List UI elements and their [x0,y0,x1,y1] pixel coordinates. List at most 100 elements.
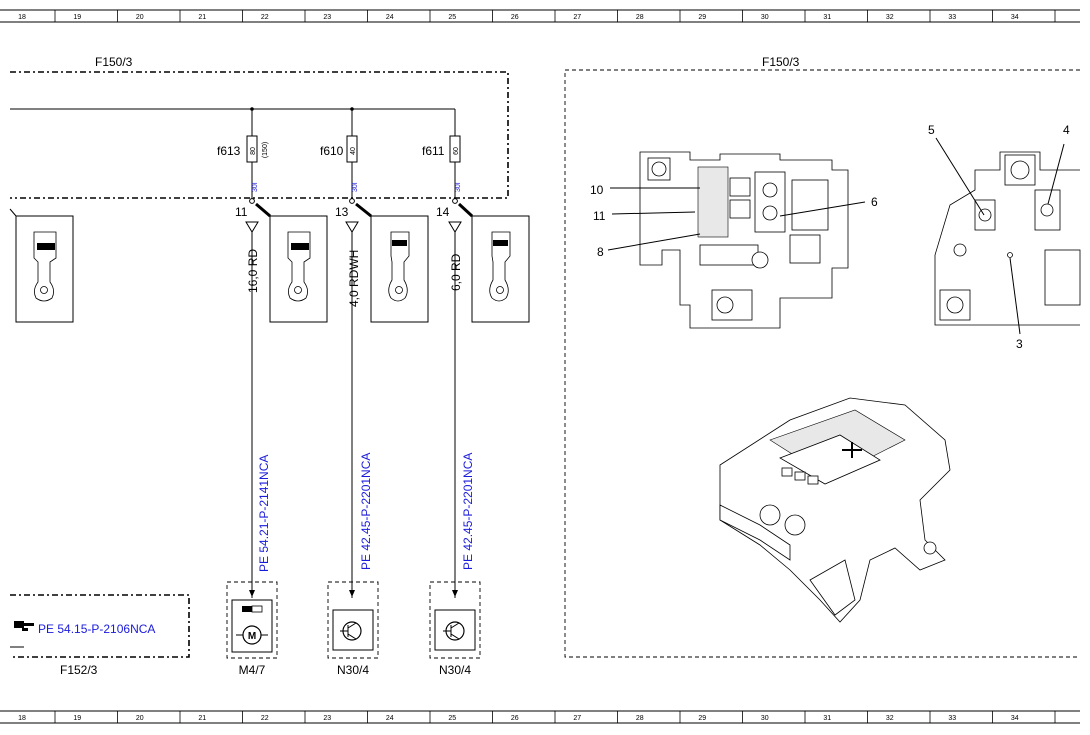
fuse-rating: 60 [453,147,460,155]
svg-text:27: 27 [573,715,581,722]
ruler-cell: 33 [948,711,993,723]
terminal-lug-detail [9,208,74,323]
callout: 10 [590,183,604,197]
fuse-channel-f610: 40 f610 30I 13 4,0 RDWH PE 42.45-P-2201N… [320,109,373,598]
svg-text:30: 30 [761,715,769,722]
terminal-detail-boxes [9,202,530,323]
ruler-cell: 20 [136,711,181,723]
ruler-cell: 31 [823,711,868,723]
ruler-cell: 21 [198,711,243,723]
callout: 4 [1063,123,1070,137]
fuse-label: f610 [320,144,344,158]
fuse-rating: 40 [350,147,357,155]
svg-text:34: 34 [1011,14,1019,21]
svg-text:32: 32 [886,14,894,21]
callout: 5 [928,123,935,137]
svg-text:M: M [248,631,256,642]
callout: 11 [593,209,606,223]
fuse-rating-extra: (150) [262,142,269,158]
svg-text:31: 31 [823,715,831,722]
right-module-title: F150/3 [762,55,800,69]
pointing-hand-icon [14,621,34,631]
svg-text:25: 25 [448,14,456,21]
svg-text:22: 22 [261,715,269,722]
callouts-left: 10 11 8 6 [590,183,878,259]
svg-text:24: 24 [386,14,394,21]
svg-text:33: 33 [948,715,956,722]
ruler-cell: 25 [448,10,493,22]
svg-text:18: 18 [18,14,26,21]
svg-text:21: 21 [198,715,206,722]
svg-text:22: 22 [261,14,269,21]
ruler-cell: 34 [1011,711,1056,723]
ruler-cell: 19 [73,10,118,22]
pin-number: 13 [335,205,349,219]
component-m4-7[interactable]: M M4/7 [226,581,278,677]
fuse-channel-f611: 60 f611 30I 14 6,0 RD PE 42.45-P-2201NCA [422,109,475,598]
fuse-rating: 80 [250,147,257,155]
svg-text:19: 19 [73,715,81,722]
fusebox-top-view [639,151,849,329]
svg-text:25: 25 [448,715,456,722]
ruler-cell: 32 [886,10,931,22]
ruler-cell: 29 [698,10,743,22]
ruler-cell: 22 [261,711,306,723]
column-ruler-top: 18 19 20 21 22 23 24 25 26 27 28 29 30 31 32 33 34 [0,9,1080,23]
fuse-label: f611 [422,144,445,158]
ruler-cell: 27 [573,711,618,723]
component-label: M4/7 [239,663,266,677]
reference-link[interactable]: PE 42.45-P-2201NCA [359,453,373,570]
component-label: N30/4 [439,663,471,677]
reference-link[interactable]: PE 54.15-P-2106NCA [38,622,155,636]
ruler-cell: 30 [761,10,806,22]
terminal-lug-detail [255,202,328,323]
terminal-tag: 30I [352,182,359,192]
ruler-cell: 20 [136,10,181,22]
ruler-cell: 18 [18,711,56,723]
svg-text:32: 32 [886,715,894,722]
ruler-cell: 27 [573,10,618,22]
wire-spec: 6,0 RD [449,253,463,291]
column-ruler-bottom: 18 19 20 21 22 23 24 25 26 27 28 29 30 31 32 33 34 [0,710,1080,724]
ruler-cell: 25 [448,711,493,723]
wire-spec: 16,0 RD [246,249,260,293]
pin-number: 11 [235,205,248,219]
svg-text:26: 26 [511,14,519,21]
ruler-cell: 30 [761,711,806,723]
svg-text:26: 26 [511,715,519,722]
ruler-cell: 33 [948,10,993,22]
reference-link[interactable]: PE 42.45-P-2201NCA [461,453,475,570]
ruler-cell: 28 [636,10,681,22]
ruler-cell: 32 [886,711,931,723]
ruler-cell: 24 [386,711,431,723]
svg-text:33: 33 [948,14,956,21]
terminal-lug-detail [457,202,530,323]
svg-text:20: 20 [136,715,144,722]
ruler-cell: 23 [323,711,368,723]
left-module-title: F150/3 [95,55,133,69]
svg-text:18: 18 [18,715,26,722]
component-n30-4[interactable]: N30/4 [327,581,379,677]
svg-text:20: 20 [136,14,144,21]
callouts-right: 5 4 3 [928,123,1070,351]
ruler-cell: 28 [636,711,681,723]
ruler-cell: 26 [511,10,556,22]
reference-link[interactable]: PE 54.21-P-2141NCA [257,455,271,572]
fusebox-side-view [934,151,1081,326]
svg-text:21: 21 [198,14,206,21]
svg-text:24: 24 [386,715,394,722]
ruler-cell: 29 [698,711,743,723]
svg-text:27: 27 [573,14,581,21]
right-module-panel: F150/3 10 11 8 6 [564,55,1081,658]
callout: 3 [1016,337,1023,351]
supply-bus [10,107,455,111]
svg-text:29: 29 [698,14,706,21]
svg-text:19: 19 [73,14,81,21]
fusebox-isometric-view [719,397,951,623]
terminal-lug-detail [355,202,429,323]
ruler-cell: 23 [323,10,368,22]
svg-text:31: 31 [823,14,831,21]
fuse-channel-f613: 80 (150) f613 30I 11 16,0 RD PE 54.21-P-… [217,109,271,598]
component-n30-4[interactable]: N30/4 [429,581,481,677]
